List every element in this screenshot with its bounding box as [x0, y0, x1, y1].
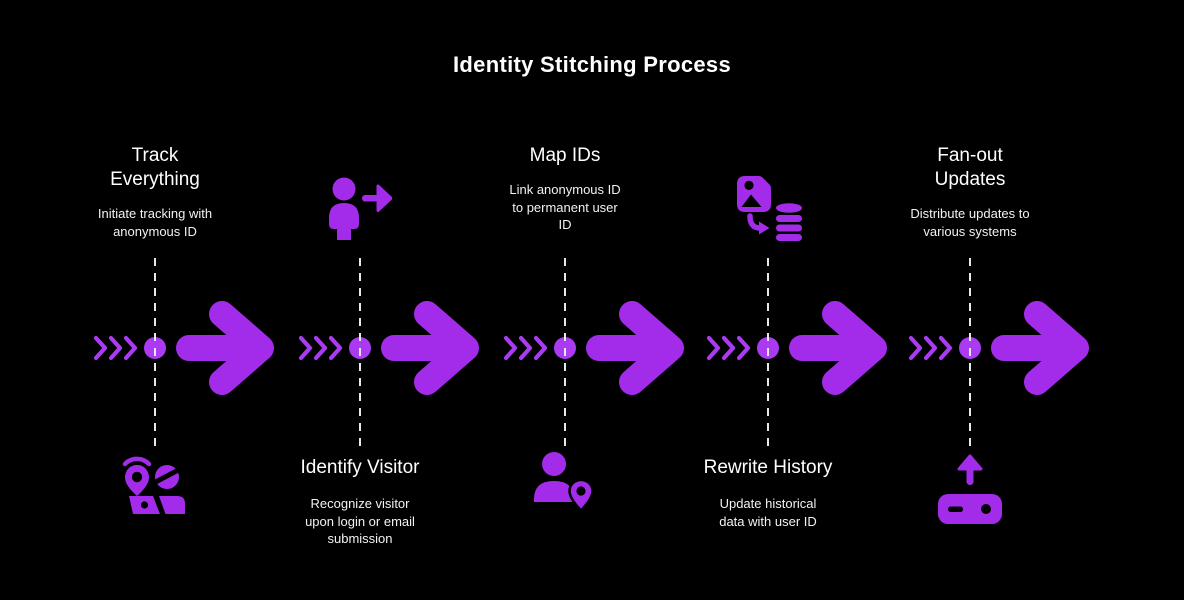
page-title: Identity Stitching Process — [453, 52, 731, 77]
stage-description: Update historical data with user ID — [719, 496, 817, 529]
flow-arrow-right-icon — [586, 301, 684, 395]
stage-text-block: Fan-out Updates Distribute updates to va… — [880, 144, 1060, 240]
flow-arrow-right-icon — [789, 301, 887, 395]
stage-text-block: Map IDs Link anonymous ID to permanent u… — [475, 144, 655, 234]
triple-chevron-right-icon — [706, 335, 751, 361]
stage-title: Rewrite History — [703, 457, 833, 478]
triple-chevron-right-icon — [298, 335, 343, 361]
stage-title: Track Everything — [110, 145, 200, 190]
connector-dashed-line — [767, 258, 769, 447]
triple-chevron-right-icon — [93, 335, 138, 361]
person-location-pin-icon — [533, 450, 597, 517]
connector-dashed-line — [969, 258, 971, 447]
person-arrow-right-icon — [328, 174, 393, 245]
stage-text-block: Rewrite History Update historical data w… — [678, 456, 858, 530]
flow-arrow-right-icon — [991, 301, 1089, 395]
triple-chevron-right-icon — [503, 335, 548, 361]
stage-description: Distribute updates to various systems — [910, 206, 1030, 239]
flow-arrow-right-icon — [381, 301, 479, 395]
stage-text-block: Track Everything Initiate tracking with … — [65, 144, 245, 240]
connector-dashed-line — [359, 258, 361, 447]
stage-title: Map IDs — [529, 145, 601, 166]
timeline-segment — [292, 300, 484, 396]
file-to-database-icon — [733, 174, 803, 247]
stage-description: Initiate tracking with anonymous ID — [97, 206, 213, 239]
timeline-segment — [87, 300, 279, 396]
device-upload-icon — [935, 450, 1005, 531]
location-tracking-icon — [119, 450, 191, 523]
triple-chevron-right-icon — [908, 335, 953, 361]
stage-description: Link anonymous ID to permanent user ID — [509, 182, 621, 232]
stage-title: Fan-out Updates — [934, 145, 1006, 190]
flow-arrow-right-icon — [176, 301, 274, 395]
stage-title: Identify Visitor — [300, 457, 420, 478]
timeline-segment — [497, 300, 689, 396]
stage-text-block: Identify Visitor Recognize visitor upon … — [270, 456, 450, 548]
timeline-segment — [902, 300, 1094, 396]
timeline-segment — [700, 300, 892, 396]
stage-description: Recognize visitor upon login or email su… — [305, 496, 415, 546]
connector-dashed-line — [154, 258, 156, 447]
connector-dashed-line — [564, 258, 566, 447]
